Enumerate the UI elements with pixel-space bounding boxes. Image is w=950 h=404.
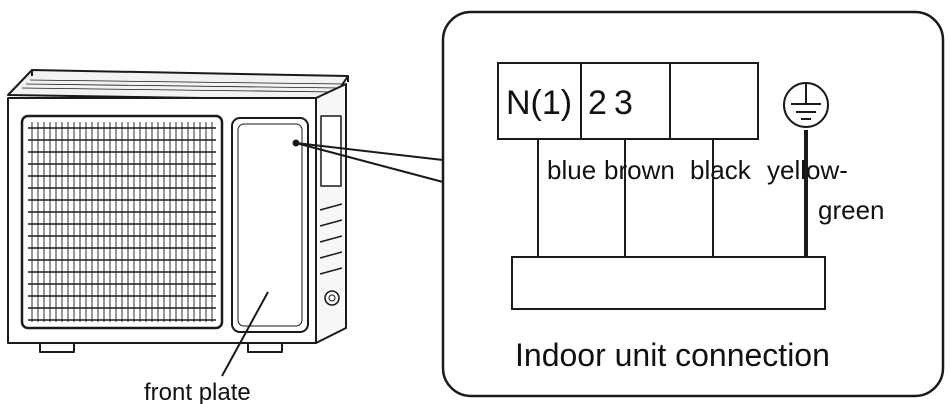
terminal-label-3: 3	[614, 84, 633, 122]
indoor-terminal-strip	[511, 256, 826, 310]
panel-title: Indoor unit connection	[515, 337, 830, 373]
callout-lines	[292, 139, 444, 183]
front-plate-leader	[221, 291, 269, 377]
outdoor-unit	[7, 69, 349, 353]
wire-label-yellow: yellow-	[767, 155, 848, 185]
side-window	[320, 115, 342, 187]
terminal-label-2: 2	[588, 84, 607, 122]
wires	[537, 130, 808, 257]
front-plate	[231, 117, 309, 333]
terminal-block	[497, 62, 759, 140]
ground-symbol-icon	[783, 82, 829, 128]
unit-foot-left	[39, 343, 75, 353]
wire-label-blue: blue	[547, 155, 596, 185]
wire-label-brown: brown	[604, 155, 675, 185]
terminal-label-n1: N(1)	[506, 84, 572, 122]
side-vents	[319, 203, 343, 275]
front-plate-label: front plate	[144, 379, 251, 404]
wire-label-green: green	[818, 195, 885, 225]
service-valve	[324, 290, 340, 306]
wire-label-black: black	[690, 155, 752, 185]
top-grille	[21, 79, 345, 93]
grille-mesh	[28, 122, 216, 322]
unit-top-cover	[7, 69, 349, 101]
unit-foot-right	[247, 343, 283, 353]
